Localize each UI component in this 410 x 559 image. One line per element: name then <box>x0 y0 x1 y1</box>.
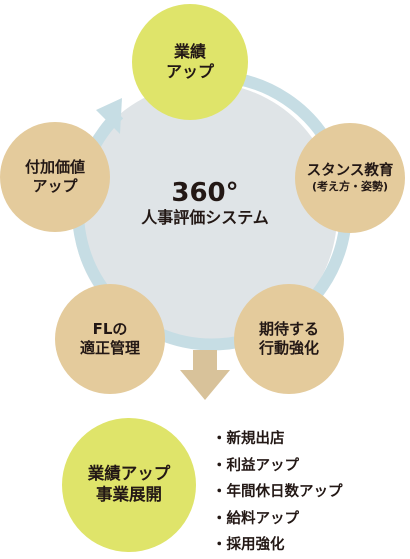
node-performance-up-line1: 業績 <box>173 42 206 61</box>
outcome-item: 新規出店 <box>212 426 343 453</box>
cycle-arrowhead <box>96 98 122 134</box>
node-fl-management: FLの 適正管理 <box>55 284 165 394</box>
center-number: 360° <box>171 178 239 208</box>
node-result-line1: 業績アップ <box>87 464 171 484</box>
outcome-item: 採用強化 <box>212 532 343 559</box>
down-arrow-icon <box>180 350 230 400</box>
node-expected-behavior-line1: 期待する <box>258 320 319 339</box>
node-stance-education-line2: (考え方・姿勢) <box>311 179 389 193</box>
node-result-line2: 事業展開 <box>96 485 162 504</box>
outcome-item: 給料アップ <box>212 506 343 533</box>
node-stance-education: スタンス教育 (考え方・姿勢) <box>295 123 405 233</box>
node-performance-up: 業績 アップ <box>132 4 248 120</box>
node-stance-education-line1: スタンス教育 <box>306 162 394 179</box>
outcome-item: 年間休日数アップ <box>212 479 343 506</box>
center-title: 人事評価システム <box>141 208 269 228</box>
node-expected-behavior: 期待する 行動強化 <box>234 284 344 394</box>
outcome-list: 新規出店 利益アップ 年間休日数アップ 給料アップ 採用強化 <box>212 426 343 559</box>
node-performance-up-line2: アップ <box>165 62 214 81</box>
node-added-value-line1: 付加価値 <box>24 158 85 177</box>
node-added-value: 付加価値 アップ <box>0 122 110 232</box>
node-fl-management-line2: 適正管理 <box>79 339 140 357</box>
node-added-value-line2: アップ <box>32 177 78 195</box>
outcome-item: 利益アップ <box>212 453 343 480</box>
cycle-disc <box>73 83 337 347</box>
node-fl-management-line1: FLの <box>92 320 128 339</box>
node-result: 業績アップ 事業展開 <box>62 418 196 552</box>
center-label: 360° 人事評価システム <box>105 178 305 230</box>
node-expected-behavior-line2: 行動強化 <box>258 339 319 357</box>
